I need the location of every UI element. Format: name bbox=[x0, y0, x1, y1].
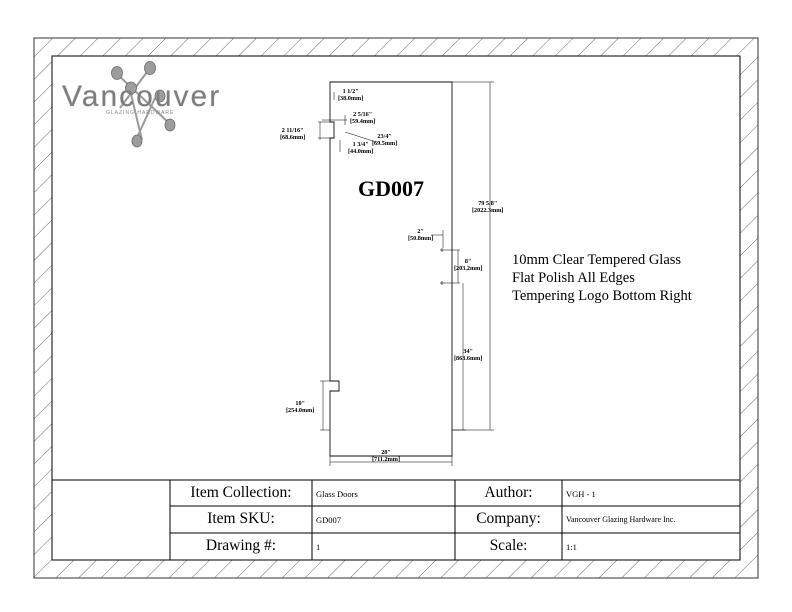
dim-imperial: 2 11/16" bbox=[281, 127, 304, 134]
dim-imperial: 79 5/8" bbox=[478, 200, 498, 207]
item-collection-value: Glass Doors bbox=[316, 489, 358, 499]
spec-note-edges: Flat Polish All Edges bbox=[512, 270, 635, 286]
dim-metric: [59.4mm] bbox=[350, 118, 376, 125]
item-collection-label: Item Collection: bbox=[190, 484, 292, 501]
dim-imperial: 10" bbox=[295, 400, 305, 407]
dim-imperial: 1 3/4" bbox=[352, 141, 369, 148]
dimension-lines bbox=[318, 81, 494, 466]
title-block-grid bbox=[52, 479, 740, 560]
dim-metric: [2022.3mm] bbox=[472, 207, 504, 214]
dim-notch-height: 2 11/16" [68.6mm] bbox=[280, 127, 305, 141]
logo-graphic bbox=[111, 61, 176, 148]
dim-bottom-notch-height: 10" [254.0mm] bbox=[286, 400, 314, 414]
dim-imperial: 2" bbox=[417, 228, 424, 235]
dim-metric: [863.6mm] bbox=[454, 355, 483, 362]
spec-note-logo: Tempering Logo Bottom Right bbox=[512, 288, 692, 304]
dim-imperial: 1 1/2" bbox=[342, 88, 359, 95]
dim-metric: [50.8mm] bbox=[408, 235, 434, 242]
spec-note-glass: 10mm Clear Tempered Glass bbox=[512, 252, 682, 268]
dim-metric: [69.5mm] bbox=[372, 140, 398, 147]
dim-metric: [203.2mm] bbox=[454, 265, 483, 272]
item-sku-label: Item SKU: bbox=[207, 510, 275, 527]
item-sku-value: GD007 bbox=[316, 515, 342, 525]
dim-notch-depth: 2 5/16" [59.4mm] bbox=[350, 111, 375, 125]
scale-label: Scale: bbox=[489, 537, 528, 554]
dim-imperial: 23/4" bbox=[377, 133, 392, 140]
company-value: Vancouver Glazing Hardware Inc. bbox=[566, 515, 676, 524]
dim-imperial: 8" bbox=[464, 258, 472, 265]
dim-metric: [711.2mm] bbox=[372, 456, 401, 463]
outer-frame bbox=[33, 37, 759, 579]
author-label: Author: bbox=[484, 484, 533, 501]
scale-value: 1:1 bbox=[566, 542, 577, 552]
dim-overall-height: 79 5/8" [2022.3mm] bbox=[472, 200, 503, 214]
logo-tagline: GLAZING HARDWARE bbox=[106, 110, 175, 116]
dim-hole-from-bottom: 34" [863.6mm] bbox=[454, 348, 482, 362]
dim-metric: [68.6mm] bbox=[280, 134, 306, 141]
dim-hole-from-edge: 2" [50.8mm] bbox=[408, 228, 433, 242]
drawing-number-label: Drawing #: bbox=[205, 537, 277, 554]
dim-imperial: 34" bbox=[463, 348, 473, 355]
dim-metric: [254.0mm] bbox=[286, 407, 315, 414]
dim-overall-width: 28" [711.2mm] bbox=[372, 449, 400, 463]
dim-imperial: 2 5/16" bbox=[353, 111, 373, 118]
hole-marks bbox=[440, 248, 444, 285]
company-label: Company: bbox=[476, 510, 541, 527]
drawing-number-value: 1 bbox=[316, 542, 321, 552]
author-value: VGH - 1 bbox=[566, 489, 596, 499]
dim-notch-width: 23/4" [69.5mm] bbox=[372, 133, 397, 147]
dim-notch-lower: 1 3/4" [44.0mm] bbox=[348, 141, 373, 155]
logo: Vancouver GLAZING HARDWARE bbox=[62, 82, 242, 122]
dim-hole-spacing: 8" [203.2mm] bbox=[454, 258, 482, 272]
dim-top-notch-offset: 1 1/2" [38.0mm] bbox=[338, 88, 363, 102]
spec-notes: 10mm Clear Tempered Glass Flat Polish Al… bbox=[512, 251, 692, 305]
dim-imperial: 28" bbox=[381, 449, 391, 456]
dim-metric: [44.0mm] bbox=[348, 148, 374, 155]
part-number: GD007 bbox=[358, 176, 424, 201]
dim-metric: [38.0mm] bbox=[338, 95, 364, 102]
logo-name: Vancouver bbox=[62, 80, 222, 113]
